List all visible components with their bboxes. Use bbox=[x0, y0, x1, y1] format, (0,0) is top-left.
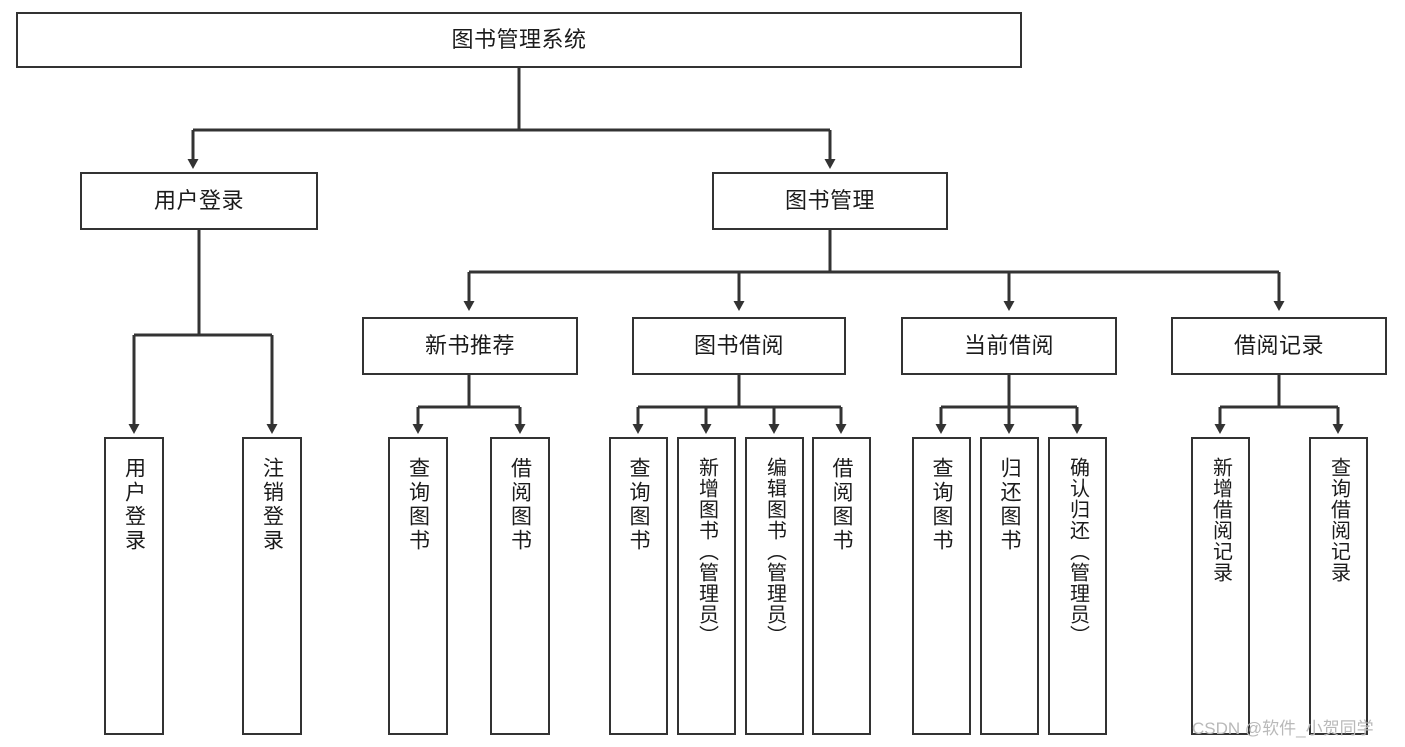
leaf-add-borrow-record[interactable]: 新增借阅记录 bbox=[1191, 437, 1250, 735]
node-label: 注销登录 bbox=[260, 457, 284, 553]
leaf-edit-book-admin[interactable]: 编辑图书（管理员） bbox=[745, 437, 804, 735]
node-label: 编辑图书（管理员） bbox=[763, 457, 786, 646]
node-label: 借阅记录 bbox=[1233, 332, 1324, 358]
node-current-borrow[interactable]: 当前借阅 bbox=[901, 317, 1117, 375]
leaf-query-book-new[interactable]: 查询图书 bbox=[388, 437, 448, 735]
node-label: 查询图书 bbox=[406, 457, 430, 553]
node-label: 图书管理 bbox=[784, 187, 875, 213]
node-label: 图书借阅 bbox=[693, 332, 784, 358]
node-label: 图书管理系统 bbox=[451, 26, 587, 52]
node-label: 查询图书 bbox=[930, 457, 953, 553]
node-label: 当前借阅 bbox=[963, 332, 1054, 358]
node-root-system[interactable]: 图书管理系统 bbox=[16, 12, 1022, 68]
node-label: 归还图书 bbox=[998, 457, 1021, 553]
node-label: 查询图书 bbox=[627, 457, 650, 553]
node-label: 借阅图书 bbox=[508, 457, 532, 553]
node-book-borrow[interactable]: 图书借阅 bbox=[632, 317, 846, 375]
node-label: 新增借阅记录 bbox=[1209, 457, 1232, 583]
node-new-book-recommend[interactable]: 新书推荐 bbox=[362, 317, 578, 375]
leaf-user-logout[interactable]: 注销登录 bbox=[242, 437, 302, 735]
leaf-return-book[interactable]: 归还图书 bbox=[980, 437, 1039, 735]
leaf-query-book-current[interactable]: 查询图书 bbox=[912, 437, 971, 735]
leaf-user-login[interactable]: 用户登录 bbox=[104, 437, 164, 735]
node-label: 用户登录 bbox=[153, 187, 244, 213]
node-label: 借阅图书 bbox=[830, 457, 853, 553]
leaf-add-book-admin[interactable]: 新增图书（管理员） bbox=[677, 437, 736, 735]
leaf-query-borrow-record[interactable]: 查询借阅记录 bbox=[1309, 437, 1368, 735]
leaf-borrow-book-new[interactable]: 借阅图书 bbox=[490, 437, 550, 735]
node-label: 用户登录 bbox=[122, 457, 146, 553]
node-book-management[interactable]: 图书管理 bbox=[712, 172, 948, 230]
node-label: 新书推荐 bbox=[424, 332, 515, 358]
leaf-confirm-return-admin[interactable]: 确认归还（管理员） bbox=[1048, 437, 1107, 735]
csdn-watermark: CSDN @软件_小贺同学 bbox=[1192, 719, 1374, 738]
leaf-borrow-book[interactable]: 借阅图书 bbox=[812, 437, 871, 735]
node-label: 新增图书（管理员） bbox=[695, 457, 718, 646]
node-label: 查询借阅记录 bbox=[1327, 457, 1350, 583]
leaf-query-book[interactable]: 查询图书 bbox=[609, 437, 668, 735]
node-borrow-record[interactable]: 借阅记录 bbox=[1171, 317, 1387, 375]
node-label: 确认归还（管理员） bbox=[1066, 457, 1089, 646]
node-user-login[interactable]: 用户登录 bbox=[80, 172, 318, 230]
